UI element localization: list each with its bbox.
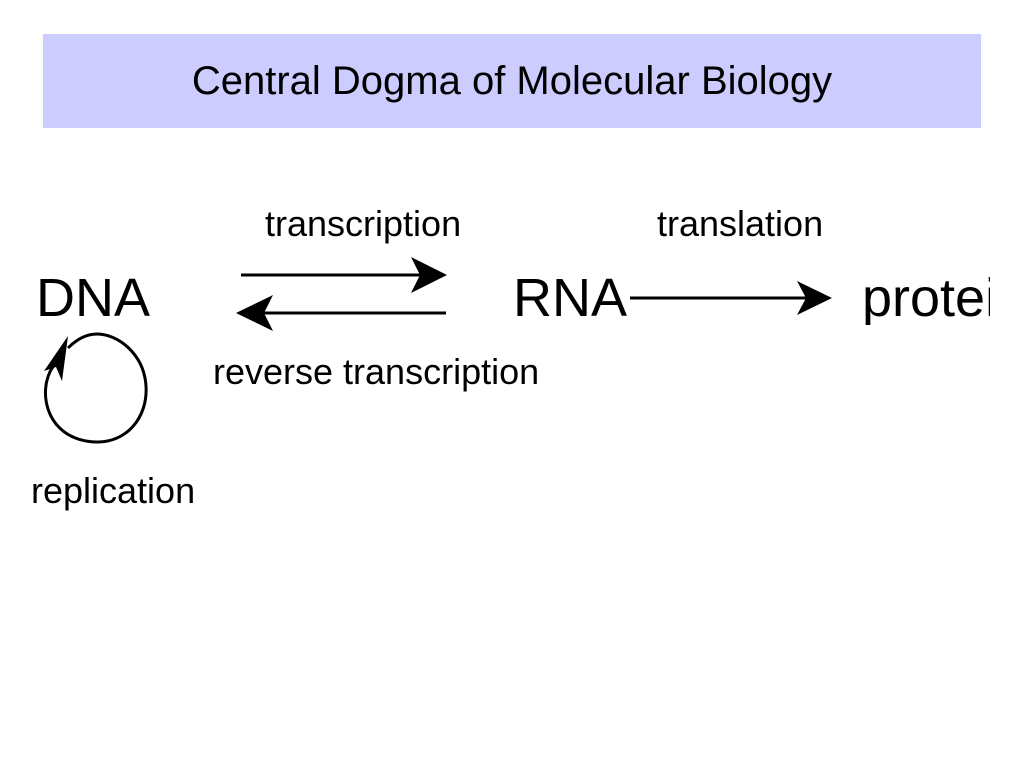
node-rna: RNA <box>513 268 628 328</box>
reverse-transcription-arrow <box>236 295 446 331</box>
node-protein: protein <box>862 271 990 325</box>
transcription-label: transcription <box>265 203 462 244</box>
title-banner: Central Dogma of Molecular Biology <box>43 34 981 128</box>
translation-label: translation <box>657 203 824 244</box>
transcription-arrow <box>241 257 447 293</box>
replication-arrow <box>43 332 148 444</box>
reverse-transcription-label: reverse transcription <box>213 351 540 392</box>
translation-arrow <box>630 281 832 315</box>
slide-title: Central Dogma of Molecular Biology <box>191 59 833 103</box>
node-dna: DNA <box>36 268 151 328</box>
replication-label: replication <box>31 470 196 511</box>
